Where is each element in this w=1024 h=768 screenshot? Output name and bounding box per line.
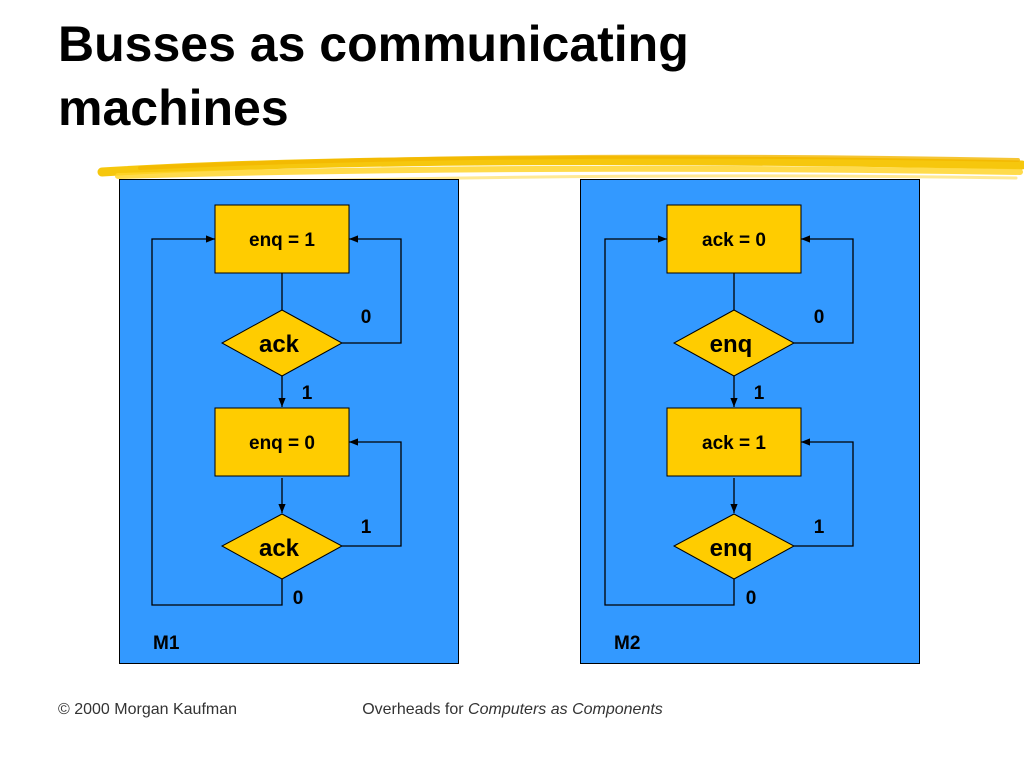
footer-overheads-prefix: Overheads for <box>362 701 469 718</box>
machine-label: M1 <box>153 633 180 654</box>
edge-label-top-next: 1 <box>302 383 313 404</box>
loop-arrow-decision1-to-state1 <box>794 235 854 344</box>
edge-label-bottom-loop: 1 <box>361 517 372 538</box>
state-bottom-label: ack = 1 <box>702 433 766 454</box>
state-top-label: ack = 0 <box>702 230 766 251</box>
decision-diamond-bottom <box>672 513 796 580</box>
machine-m1-panel: enq = 1 enq = 0 ack ack 0 1 1 0 M1 <box>119 179 459 664</box>
edge-label-bottom-loop: 1 <box>814 517 825 538</box>
loop-arrow-decision2-to-state2 <box>342 438 402 547</box>
edge-label-bottom-next: 0 <box>746 588 757 609</box>
decision-top-label: ack <box>259 331 300 358</box>
state-bottom-label: enq = 0 <box>249 433 315 454</box>
state-top-label: enq = 1 <box>249 230 315 251</box>
decision-diamond-top <box>672 309 796 377</box>
loop-arrow-decision1-to-state1 <box>342 235 402 344</box>
decision-diamond-bottom <box>220 513 344 580</box>
state-box-top <box>214 204 350 274</box>
slide-title: Busses as communicating machines <box>58 12 689 140</box>
decision-diamond-top <box>220 309 344 377</box>
edge-label-top-loop: 0 <box>814 307 825 328</box>
machine-m2-flowchart: ack = 0 ack = 1 enq enq 0 1 1 0 M2 <box>604 204 854 654</box>
machine-label: M2 <box>614 633 640 654</box>
state-box-bottom <box>666 407 802 477</box>
return-arrow-decision2-to-state1 <box>151 235 283 606</box>
edge-label-bottom-next: 0 <box>293 588 304 609</box>
state-box-top <box>666 204 802 274</box>
machine-m1-flowchart: enq = 1 enq = 0 ack ack 0 1 1 0 M1 <box>151 204 402 654</box>
machine-m2-panel: ack = 0 ack = 1 enq enq 0 1 1 0 M2 <box>580 179 920 664</box>
return-arrow-decision2-to-state1 <box>604 235 735 606</box>
footer-book-title: Computers as Components <box>468 701 663 718</box>
title-line-1: Busses as communicating <box>58 16 689 72</box>
edge-label-top-next: 1 <box>754 383 765 404</box>
decision-top-label: enq <box>710 331 753 358</box>
footer-overheads: Overheads for Computers as Components <box>360 699 665 721</box>
title-line-2: machines <box>58 80 289 136</box>
decision-bottom-label: enq <box>710 535 753 562</box>
footer-copyright: © 2000 Morgan Kaufman <box>58 701 238 718</box>
loop-arrow-decision2-to-state2 <box>794 438 854 547</box>
state-box-bottom <box>214 407 350 477</box>
edge-label-top-loop: 0 <box>361 307 372 328</box>
title-underline-swoosh <box>97 154 1024 183</box>
decision-bottom-label: ack <box>259 535 300 562</box>
